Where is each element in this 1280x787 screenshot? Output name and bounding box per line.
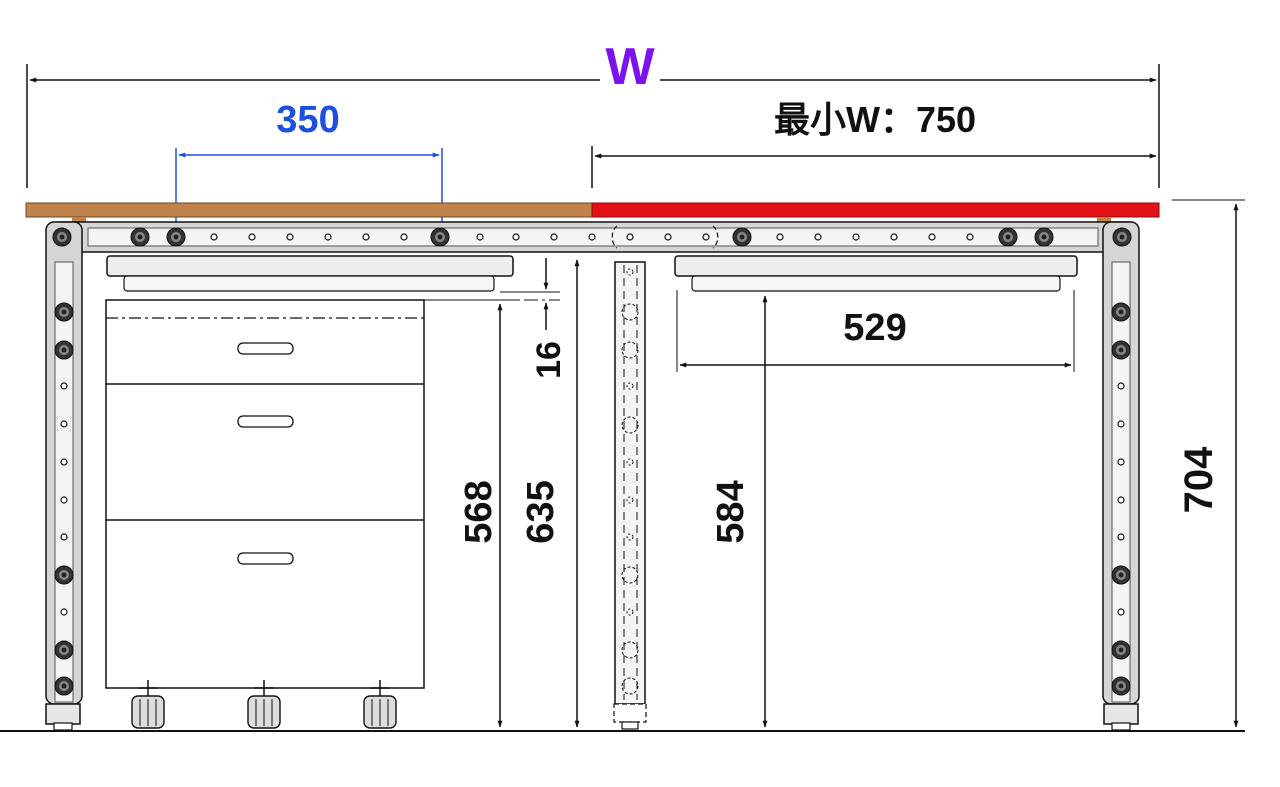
- bolt-icon: [54, 302, 74, 322]
- bolt-icon: [1111, 565, 1131, 585]
- hole-icon: [890, 233, 898, 241]
- hole-icon: [966, 233, 974, 241]
- caster-icon: [131, 680, 165, 729]
- bolt-icon: [1111, 676, 1131, 696]
- hole-icon: [550, 233, 558, 241]
- bolt-icon: [166, 227, 186, 247]
- hole-icon: [60, 608, 68, 616]
- min-width-label: 最小W：750: [774, 99, 976, 140]
- hole-icon: [928, 233, 936, 241]
- height-704-label: 704: [1177, 446, 1221, 513]
- hidden-hole-icon: [626, 458, 634, 466]
- hole-icon: [626, 233, 634, 241]
- overall-width-dimension: [26, 64, 1160, 188]
- hole-spacing-label: 350: [276, 99, 339, 141]
- hole-icon: [1117, 608, 1125, 616]
- height-584-label: 584: [710, 480, 752, 543]
- bolt-icon: [732, 227, 752, 247]
- dim-568: [424, 299, 520, 728]
- hole-icon: [324, 233, 332, 241]
- hole-icon: [60, 420, 68, 428]
- bolt-icon: [52, 227, 72, 247]
- hole-icon: [60, 533, 68, 541]
- hole-icon: [400, 233, 408, 241]
- caster-icon: [363, 680, 397, 729]
- frame-holes: [52, 227, 1132, 696]
- hole-icon: [776, 233, 784, 241]
- hidden-bolt-icon: [621, 303, 639, 321]
- hole-icon: [210, 233, 218, 241]
- hidden-bolt-icon: [621, 566, 639, 584]
- pedestal-cabinet: [105, 299, 560, 689]
- hole-icon: [1117, 382, 1125, 390]
- min-width-dimension: [591, 146, 1157, 188]
- bolt-icon: [1034, 227, 1054, 247]
- hole-icon: [1117, 458, 1125, 466]
- dim-529: [676, 290, 1075, 372]
- hidden-bolt-icon: [621, 677, 639, 695]
- width-symbol: W: [605, 38, 655, 96]
- dim-704: [1172, 199, 1245, 728]
- under-rail-right: [674, 255, 1078, 292]
- hidden-hole-icon: [626, 382, 634, 390]
- pedestal-casters: [131, 680, 397, 729]
- desk-top-extension: [591, 202, 1160, 218]
- hole-icon: [814, 233, 822, 241]
- hidden-hole-icon: [626, 608, 634, 616]
- hole-icon: [664, 233, 672, 241]
- gap-16-label: 16: [530, 341, 568, 379]
- bolt-icon: [430, 227, 450, 247]
- hole-icon: [1117, 496, 1125, 504]
- bolt-icon: [1111, 640, 1131, 660]
- bolt-icon: [54, 565, 74, 585]
- hidden-hole-icon: [626, 533, 634, 541]
- hole-icon: [702, 233, 710, 241]
- bolt-icon: [998, 227, 1018, 247]
- hole-icon: [248, 233, 256, 241]
- bolt-icon: [1111, 302, 1131, 322]
- middle-leg-hidden: [611, 225, 719, 730]
- under-rail-left: [106, 255, 514, 292]
- hidden-bolt-icon: [621, 416, 639, 434]
- caster-icon: [247, 680, 281, 729]
- hole-icon: [588, 233, 596, 241]
- hidden-hole-icon: [626, 268, 634, 276]
- bolt-icon: [54, 676, 74, 696]
- hole-icon: [60, 382, 68, 390]
- height-568-label: 568: [458, 480, 500, 543]
- hole-icon: [60, 496, 68, 504]
- desk-top-wood: [25, 202, 593, 218]
- dim-16: [500, 258, 560, 330]
- top-bracket-right: [1097, 217, 1111, 223]
- bolt-icon: [54, 340, 74, 360]
- hidden-bolt-icon: [621, 341, 639, 359]
- top-bracket-left: [72, 217, 86, 223]
- bolt-icon: [130, 227, 150, 247]
- bolt-icon: [1112, 227, 1132, 247]
- span-529-label: 529: [843, 307, 906, 349]
- height-635-label: 635: [520, 480, 562, 543]
- hole-icon: [1117, 420, 1125, 428]
- foot-right: [1103, 703, 1139, 725]
- hole-icon: [286, 233, 294, 241]
- hole-icon: [60, 458, 68, 466]
- hole-icon: [476, 233, 484, 241]
- hidden-hole-icon: [626, 496, 634, 504]
- hole-icon: [512, 233, 520, 241]
- hole-spacing-dimension: [175, 148, 443, 232]
- hole-icon: [1117, 533, 1125, 541]
- hole-icon: [852, 233, 860, 241]
- hole-icon: [362, 233, 370, 241]
- hidden-bolt-icon: [621, 641, 639, 659]
- bolt-icon: [1111, 340, 1131, 360]
- bolt-icon: [54, 640, 74, 660]
- foot-left: [45, 703, 81, 725]
